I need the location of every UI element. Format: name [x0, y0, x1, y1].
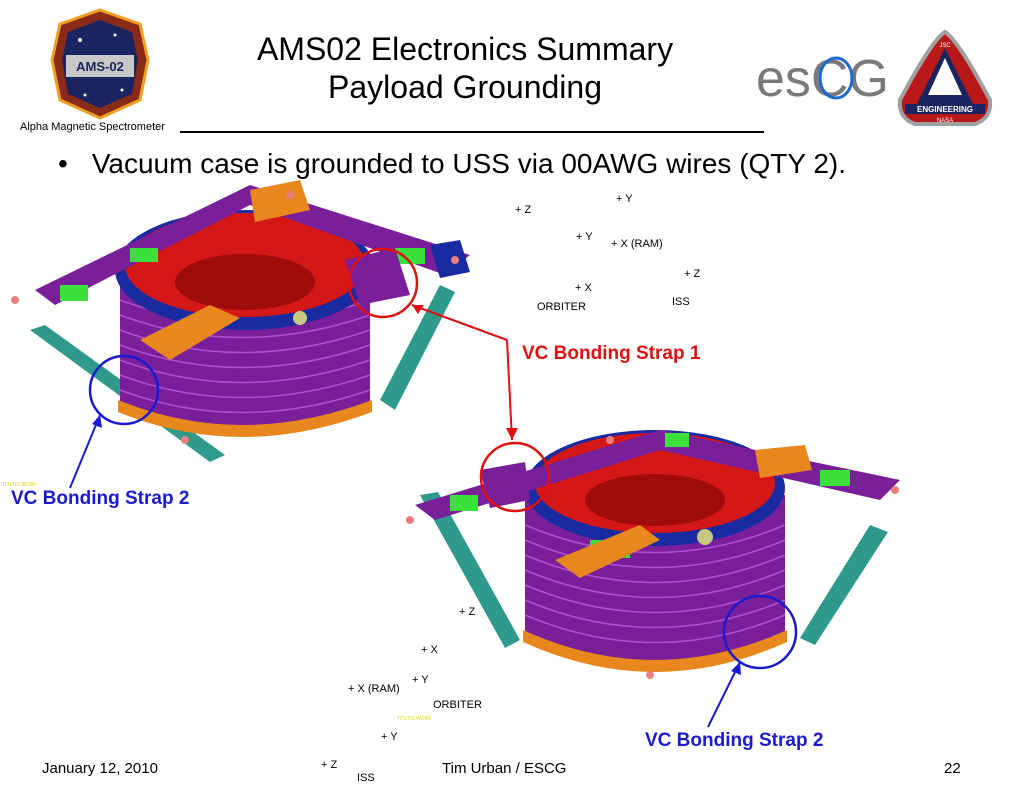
- strap2-callout-right: [707, 594, 798, 728]
- axis-top-iss: ISS: [672, 296, 690, 308]
- tiny-label-left: TITLTIS WORK: [2, 482, 37, 488]
- vacuum-case-bottom: [406, 430, 900, 679]
- escg-logo: esCG: [756, 50, 889, 108]
- footer-date: January 12, 2010: [42, 760, 158, 777]
- barrel-top: [120, 270, 370, 428]
- footer-author: Tim Urban / ESCG: [442, 760, 567, 777]
- axis-top-x-ram: + X (RAM): [611, 238, 663, 250]
- strut-bottom-right: [800, 525, 888, 645]
- tiny-label-bottom: TITLTIS WORK: [397, 716, 432, 722]
- title-line-2: Payload Grounding: [328, 69, 602, 105]
- jsc-engineering-logo: JSC ENGINEERING NASA: [897, 29, 993, 126]
- strap1-label: VC Bonding Strap 1: [522, 343, 701, 364]
- jsc-logo-bottom-text: NASA: [937, 118, 953, 124]
- footer-page-number: 22: [944, 760, 961, 777]
- frame-bottom: [415, 430, 900, 520]
- bullet-text: Vacuum case is grounded to USS via 00AWG…: [91, 148, 847, 179]
- ams-logo-text: AMS-02: [76, 59, 124, 74]
- strap2-callout-left: [69, 354, 160, 489]
- axis-bottom-y2: + Y: [381, 731, 398, 743]
- axis-top-z2: + Z: [684, 268, 701, 280]
- axis-top-orbiter: ORBITER: [537, 301, 586, 313]
- jsc-logo-top-text: JSC: [939, 43, 951, 49]
- axis-top-y1: + Y: [616, 193, 633, 205]
- title-line-1: AMS02 Electronics Summary: [256, 31, 674, 67]
- strap1-callout-top: [347, 247, 518, 441]
- barrel-bottom: [525, 495, 785, 663]
- strap2-label-right: VC Bonding Strap 2: [645, 730, 824, 751]
- ams-caption: Alpha Magnetic Spectrometer: [20, 121, 165, 133]
- strap2-label-left: VC Bonding Strap 2: [11, 488, 190, 509]
- bullet-item: • Vacuum case is grounded to USS via 00AW…: [58, 148, 846, 180]
- axis-top-x: + X: [575, 282, 592, 294]
- header-divider: [180, 131, 764, 133]
- ams-logo: AMS-02: [50, 8, 150, 120]
- strut-bottom-left: [420, 492, 520, 648]
- axis-bottom-z1: + Z: [459, 606, 476, 618]
- escg-logo-text: esCG: [756, 50, 889, 108]
- frame-top: [35, 185, 470, 305]
- bullet-dot: •: [58, 148, 68, 179]
- slide-title: AMS02 Electronics Summary Payload Ground…: [200, 30, 730, 106]
- strut-top-left: [30, 325, 225, 462]
- axis-bottom-x-ram: + X (RAM): [348, 683, 400, 695]
- axis-bottom-z2: + Z: [321, 759, 338, 771]
- axis-top-y2: + Y: [576, 231, 593, 243]
- vacuum-case-top: [11, 180, 470, 462]
- axis-bottom-orbiter: ORBITER: [433, 699, 482, 711]
- strut-top-right: [380, 285, 455, 410]
- axis-top-z1: + Z: [515, 204, 532, 216]
- jsc-logo-band-text: ENGINEERING: [917, 105, 973, 114]
- axis-bottom-y1: + Y: [412, 674, 429, 686]
- strap1-callout-bottom: [479, 441, 551, 513]
- axis-bottom-x: + X: [421, 644, 438, 656]
- axis-bottom-iss: ISS: [357, 772, 375, 784]
